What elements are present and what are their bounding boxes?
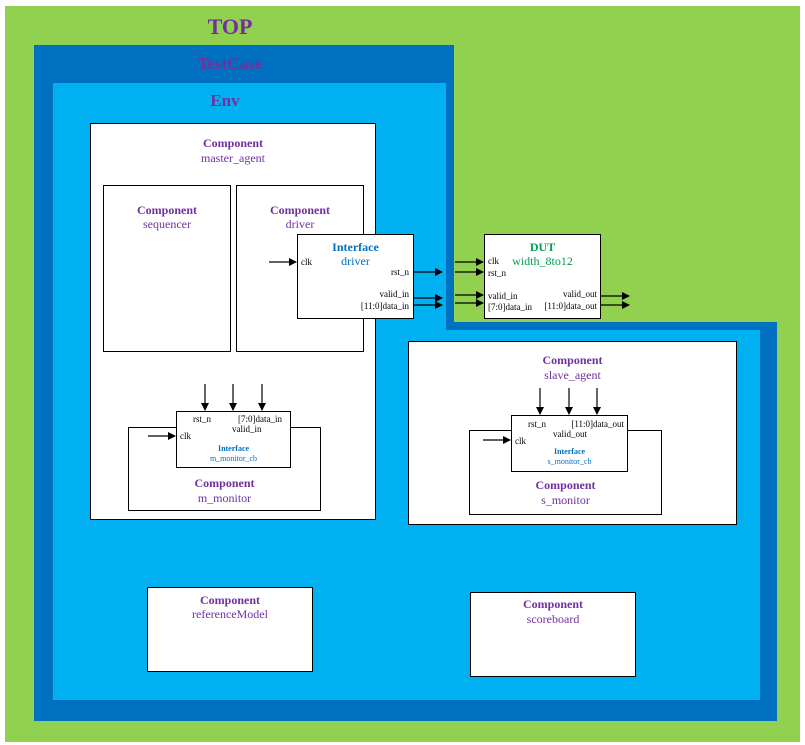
driver-if-port-data-in: [11:0]data_in bbox=[360, 301, 409, 311]
s-monitor-cb-name: s_monitor_cb bbox=[547, 457, 592, 466]
scoreboard-type-label: Component bbox=[522, 597, 583, 611]
sequencer-name: sequencer bbox=[143, 217, 191, 231]
m-monitor-type-label: Component bbox=[194, 476, 255, 490]
reference-model-name: referenceModel bbox=[192, 607, 268, 621]
dut-title: DUT bbox=[529, 240, 556, 254]
dut-port-valid-out: valid_out bbox=[563, 289, 597, 299]
driver-name: driver bbox=[285, 217, 315, 231]
master-agent-type-label: Component bbox=[202, 136, 263, 150]
m-monitor-interface-type-label: Interface bbox=[217, 444, 250, 453]
slave-agent-name: slave_agent bbox=[544, 368, 601, 382]
dut-port-data-out: [11:0]data_out bbox=[544, 301, 597, 311]
driver-interface-name: driver bbox=[341, 254, 370, 268]
s-monitor-port-data-out: [11:0]data_out bbox=[571, 419, 624, 429]
driver-if-port-rst-n: rst_n bbox=[391, 267, 409, 277]
driver-if-port-valid-in: valid_in bbox=[379, 289, 410, 299]
dut-block: DUT width_8to12 clk rst_n valid_in [7:0]… bbox=[484, 234, 601, 319]
m-monitor-port-valid-in: valid_in bbox=[232, 424, 262, 434]
slave-agent-type-label: Component bbox=[542, 353, 603, 367]
s-monitor-type-label: Component bbox=[535, 478, 596, 492]
env-label: Env bbox=[210, 91, 240, 110]
s-monitor-interface-type-label: Interface bbox=[553, 447, 586, 456]
sequencer-type-label: Component bbox=[136, 203, 197, 217]
dut-port-valid-in: valid_in bbox=[488, 291, 518, 301]
dut-port-rst-n: rst_n bbox=[488, 268, 506, 278]
driver-if-port-clk: clk bbox=[301, 257, 312, 267]
driver-interface-type-label: Interface bbox=[332, 240, 379, 254]
reference-model-component: Component referenceModel bbox=[147, 587, 313, 672]
m-monitor-port-clk: clk bbox=[180, 431, 191, 441]
master-agent-name: master_agent bbox=[201, 151, 265, 165]
top-label: TOP bbox=[207, 14, 253, 39]
m-monitor-port-rst-n: rst_n bbox=[193, 414, 211, 424]
scoreboard-component: Component scoreboard bbox=[470, 592, 636, 677]
testcase-label: TestCase bbox=[197, 54, 263, 73]
m-monitor-interface: rst_n [7:0]data_in valid_in clk Interfac… bbox=[176, 411, 291, 468]
dut-port-clk: clk bbox=[488, 256, 499, 266]
scoreboard-name: scoreboard bbox=[526, 612, 580, 626]
sequencer-component: Component sequencer bbox=[103, 185, 231, 352]
s-monitor-interface: rst_n [11:0]data_out valid_out clk Inter… bbox=[511, 415, 628, 472]
driver-type-label: Component bbox=[269, 203, 330, 217]
m-monitor-name: m_monitor bbox=[197, 491, 252, 505]
dut-name: width_8to12 bbox=[512, 254, 573, 268]
reference-model-type-label: Component bbox=[199, 593, 260, 607]
m-monitor-cb-name: m_monitor_cb bbox=[209, 454, 258, 463]
dut-port-data-in: [7:0]data_in bbox=[488, 302, 532, 312]
driver-interface: Interface driver clk rst_n valid_in [11:… bbox=[297, 234, 414, 319]
s-monitor-port-clk: clk bbox=[515, 436, 526, 446]
s-monitor-name: s_monitor bbox=[541, 493, 590, 507]
m-monitor-port-data-in: [7:0]data_in bbox=[238, 414, 282, 424]
s-monitor-port-valid-out: valid_out bbox=[553, 429, 587, 439]
s-monitor-port-rst-n: rst_n bbox=[528, 419, 546, 429]
